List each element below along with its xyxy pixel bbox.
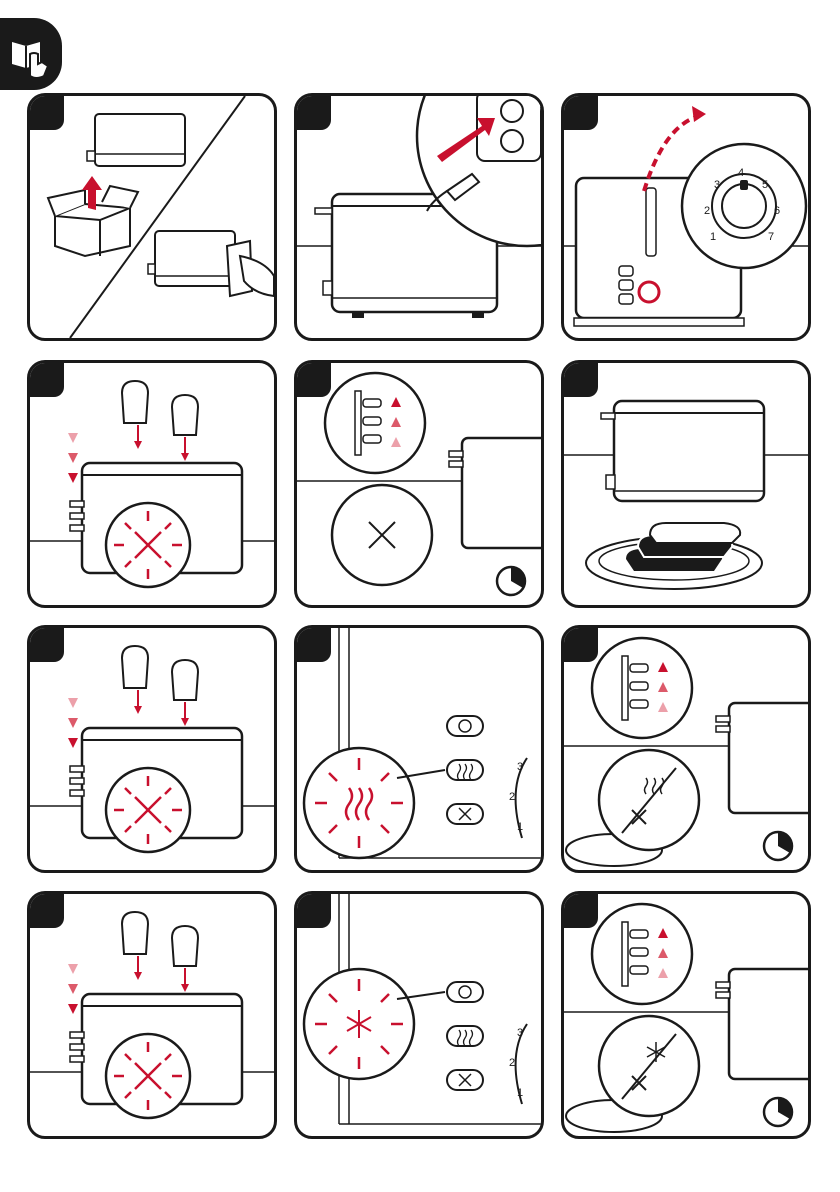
side-number-1: 1 [517, 821, 523, 833]
step-unbox-and-clean [27, 93, 277, 341]
step-defrost-cancel [561, 891, 811, 1139]
dial-number-1: 1 [710, 231, 716, 243]
plug-in-illustration [297, 96, 541, 338]
dial-number-4: 4 [738, 167, 744, 179]
reheat-button-illustration: 3 2 1 [297, 628, 541, 870]
side-number-3: 3 [517, 761, 523, 773]
side-number-2: 2 [509, 1057, 515, 1069]
insert-bread-illustration [30, 894, 274, 1136]
side-number-2: 2 [509, 791, 515, 803]
read-manual-icon [0, 18, 62, 90]
insert-bread-illustration [30, 628, 274, 870]
side-number-3: 3 [517, 1027, 523, 1039]
cancel-illustration [297, 363, 541, 605]
side-number-1: 1 [517, 1087, 523, 1099]
step-insert-bread-defrost [27, 891, 277, 1139]
dial-number-2: 2 [704, 205, 710, 217]
dial-number-7: 7 [768, 231, 774, 243]
step-insert-bread [27, 360, 277, 608]
dial-number-3: 3 [714, 179, 720, 191]
step-insert-bread-reheat [27, 625, 277, 873]
step-defrost-button: 3 2 1 [294, 891, 544, 1139]
browning-dial-illustration: 1 2 3 4 5 6 7 [564, 96, 808, 338]
dial-number-6: 6 [774, 205, 780, 217]
step-set-browning: 1 2 3 4 5 6 7 [561, 93, 811, 341]
step-plug-in [294, 93, 544, 341]
defrost-button-illustration: 3 2 1 [297, 894, 541, 1136]
step-reheat-button: 3 2 1 [294, 625, 544, 873]
step-cancel-toasting [294, 360, 544, 608]
unbox-wipe-illustration [30, 96, 274, 338]
defrost-cancel-illustration [564, 894, 808, 1136]
reheat-cancel-illustration [564, 628, 808, 870]
dial-number-5: 5 [762, 179, 768, 191]
toast-ready-illustration [564, 363, 808, 605]
step-toast-ready [561, 360, 811, 608]
step-reheat-cancel [561, 625, 811, 873]
insert-bread-illustration [30, 363, 274, 605]
